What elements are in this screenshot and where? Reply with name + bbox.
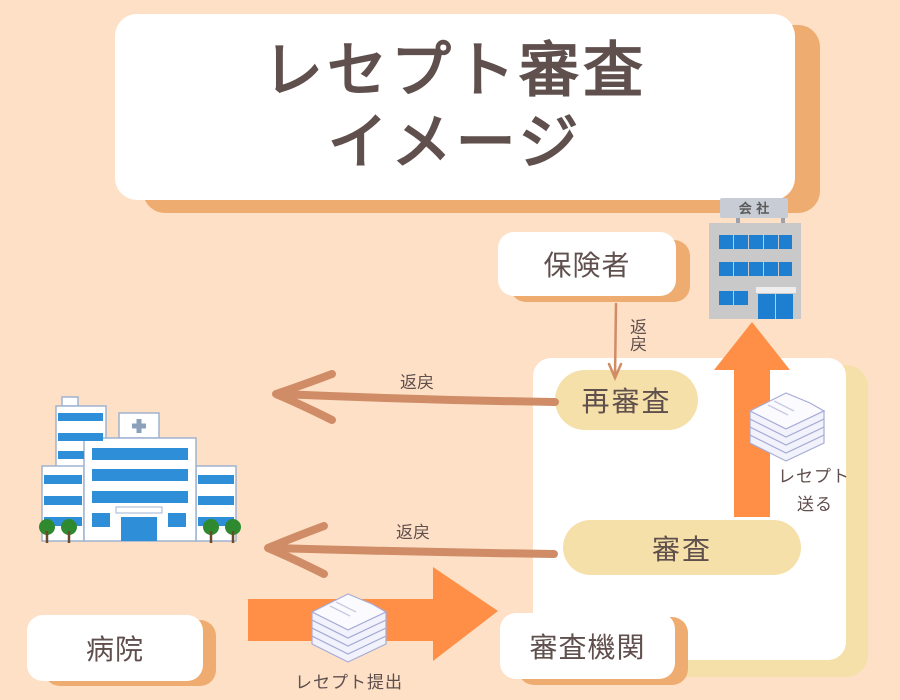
review-return-label: 返戻 bbox=[396, 523, 430, 543]
receipt-stack-icon bbox=[748, 392, 826, 462]
send-label-line-1: レセプト bbox=[778, 467, 850, 487]
review-agency-label: 審査機関 bbox=[500, 613, 675, 679]
re-review-return-arrow bbox=[272, 370, 559, 424]
insurer-return-label: 返戻 bbox=[626, 318, 646, 352]
title-line-2: イメージ bbox=[327, 108, 583, 178]
hospital-label: 病院 bbox=[27, 615, 203, 681]
send-label-line-2: 送る bbox=[797, 495, 833, 515]
submit-label: レセプト提出 bbox=[295, 673, 403, 693]
re-review-return-label: 返戻 bbox=[400, 373, 434, 393]
title-card: レセプト審査 イメージ bbox=[115, 14, 795, 200]
review-pill: 審査 bbox=[563, 520, 801, 575]
insurer-return-arrow bbox=[607, 302, 623, 382]
re-review-pill: 再審査 bbox=[555, 370, 698, 430]
company-sign: 会 社 bbox=[739, 201, 770, 217]
insurer-label: 保険者 bbox=[498, 232, 676, 296]
review-return-arrow bbox=[264, 522, 558, 578]
hospital-building-icon bbox=[39, 396, 241, 543]
title-line-1: レセプト審査 bbox=[263, 36, 647, 106]
receipt-stack-icon bbox=[310, 593, 388, 663]
company-building-icon: 会 社 bbox=[709, 198, 801, 319]
